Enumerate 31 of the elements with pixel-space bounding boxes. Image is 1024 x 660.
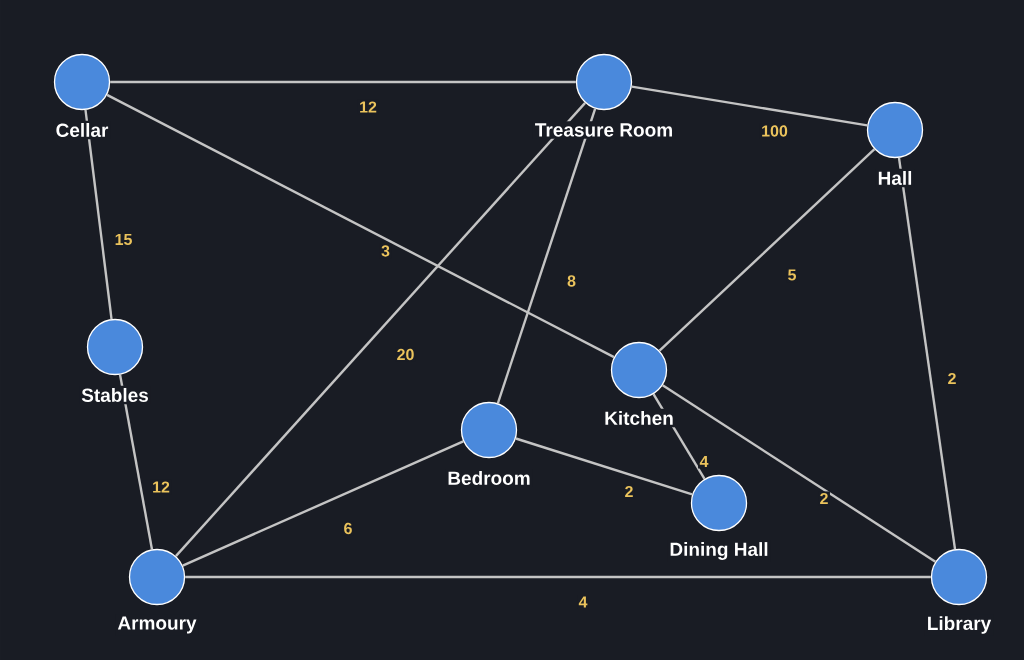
edge-line	[84, 109, 113, 320]
edge-label: 2	[623, 484, 635, 499]
edge-line	[110, 80, 576, 84]
node-label: Stables	[79, 386, 151, 404]
edge-label: 5	[786, 267, 798, 283]
edge-line	[897, 157, 957, 550]
edge-line	[118, 374, 154, 550]
node-label: Cellar	[53, 121, 111, 139]
node-label: Bedroom	[445, 469, 533, 487]
edge-line	[662, 384, 937, 563]
node-label: Dining Hall	[667, 540, 771, 562]
edge-line	[631, 85, 868, 127]
edge-line	[182, 440, 464, 567]
edge-label: 2	[946, 371, 958, 386]
edge-line	[496, 108, 597, 404]
edge-line	[175, 102, 587, 557]
node-label: Armoury	[115, 614, 199, 636]
node-label: Kitchen	[602, 409, 676, 427]
edge-label: 20	[395, 347, 416, 362]
edge-label: 4	[698, 454, 710, 469]
edge-label: 4	[577, 595, 589, 609]
edge-label: 2	[818, 491, 830, 506]
edge-line	[658, 148, 876, 352]
edge-line	[106, 93, 615, 359]
edge-label: 6	[342, 521, 354, 536]
node-label: Hall	[875, 169, 915, 187]
node-label: Treasure Room	[532, 121, 676, 139]
node-label: Library	[924, 614, 994, 636]
edge-line	[185, 575, 931, 579]
edge-line	[515, 437, 693, 496]
edge-label: 15	[113, 232, 134, 247]
